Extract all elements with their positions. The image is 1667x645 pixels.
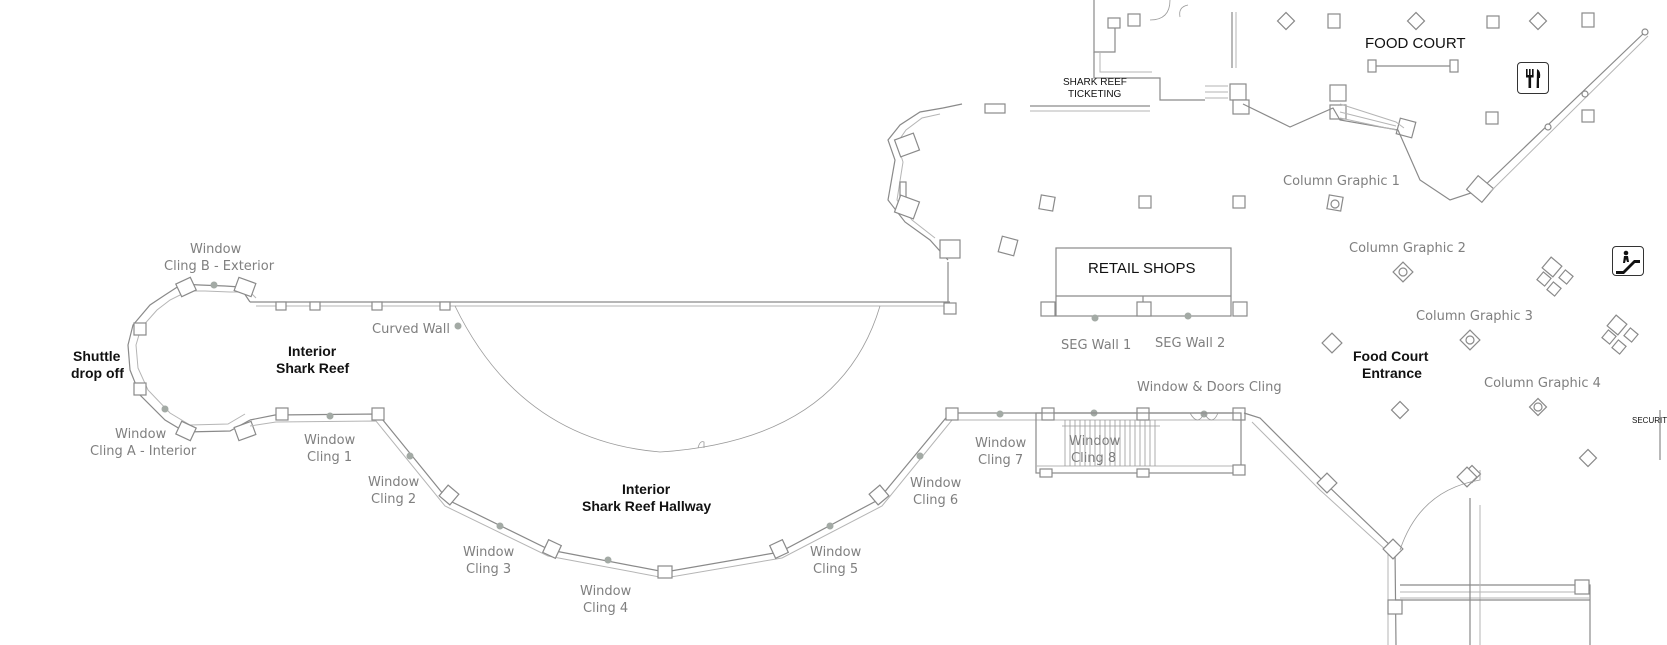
window-cling-4-label-1: Window (580, 584, 632, 599)
window-cling-4-label-2: Cling 4 (583, 601, 629, 616)
escalator-icon (1612, 246, 1644, 276)
curved-wall-area (250, 262, 957, 453)
south-window-wall (161, 281, 1661, 645)
retail-shops-block (1040, 247, 1343, 354)
seg-wall-1-label: SEG Wall 1 (1061, 338, 1132, 353)
shark-reef-ticketing-label-1: SHARK REEF (1063, 77, 1127, 88)
food-court-entrance-label-2: Entrance (1362, 365, 1422, 381)
north-entry-walls (887, 103, 1150, 261)
retail-shops-title: RETAIL SHOPS (1088, 260, 1196, 277)
window-cling-3-label-2: Cling 3 (466, 562, 512, 577)
stair-treads (1062, 420, 1160, 466)
window-cling-7-label-1: Window (975, 436, 1027, 451)
window-cling-6-label-2: Cling 6 (913, 493, 959, 508)
window-cling-1-label-1: Window (304, 433, 356, 448)
window-cling-a-label-1: Window (115, 427, 167, 442)
ticketing-structure (1093, 0, 1250, 115)
window-cling-a-label-2: Cling A - Interior (90, 444, 197, 459)
seg-wall-2-label: SEG Wall 2 (1155, 336, 1226, 351)
hallway-label-1: Interior (622, 481, 671, 497)
window-cling-8-label-1: Window (1069, 434, 1121, 449)
column-graphic-1-label: Column Graphic 1 (1283, 174, 1400, 189)
shuttle-drop-off-label-1: Shuttle (73, 348, 121, 364)
restaurant-icon (1517, 62, 1549, 94)
shuttle-drop-off-label-2: drop off (71, 365, 124, 381)
column-graphic-2-label: Column Graphic 2 (1349, 241, 1466, 256)
window-doors-cling-label: Window & Doors Cling (1137, 380, 1282, 395)
food-court-entrance-label-1: Food Court (1353, 348, 1429, 364)
food-court-walls (1242, 28, 1649, 204)
escalator-glyph (1616, 250, 1640, 274)
security-label: SECURITY (1632, 416, 1667, 425)
window-cling-b-label-2: Cling B - Exterior (164, 259, 275, 274)
window-cling-7-label-2: Cling 7 (978, 453, 1024, 468)
window-cling-6-label-1: Window (910, 476, 962, 491)
column-graphic-3-label: Column Graphic 3 (1416, 309, 1533, 324)
column-graphic-4-label: Column Graphic 4 (1484, 376, 1601, 391)
hallway-label-2: Shark Reef Hallway (582, 498, 712, 514)
window-cling-3-label-1: Window (463, 545, 515, 560)
curved-wall-label: Curved Wall (372, 322, 450, 337)
window-cling-1-label-2: Cling 1 (307, 450, 353, 465)
interior-shark-reef-label-1: Interior (288, 343, 337, 359)
window-cling-8-label-2: Cling 8 (1071, 451, 1117, 466)
shark-reef-ticketing-label-2: TICKETING (1068, 89, 1122, 100)
interior-shark-reef-label-2: Shark Reef (276, 360, 350, 376)
window-cling-2-label-1: Window (368, 475, 420, 490)
food-court-title: FOOD COURT (1365, 35, 1466, 52)
fork-knife-glyph (1526, 69, 1541, 88)
window-cling-5-label-1: Window (810, 545, 862, 560)
window-cling-5-label-2: Cling 5 (813, 562, 859, 577)
window-cling-b-label-1: Window (190, 242, 242, 257)
shuttle-room-walls (127, 276, 257, 442)
window-cling-2-label-2: Cling 2 (371, 492, 417, 507)
